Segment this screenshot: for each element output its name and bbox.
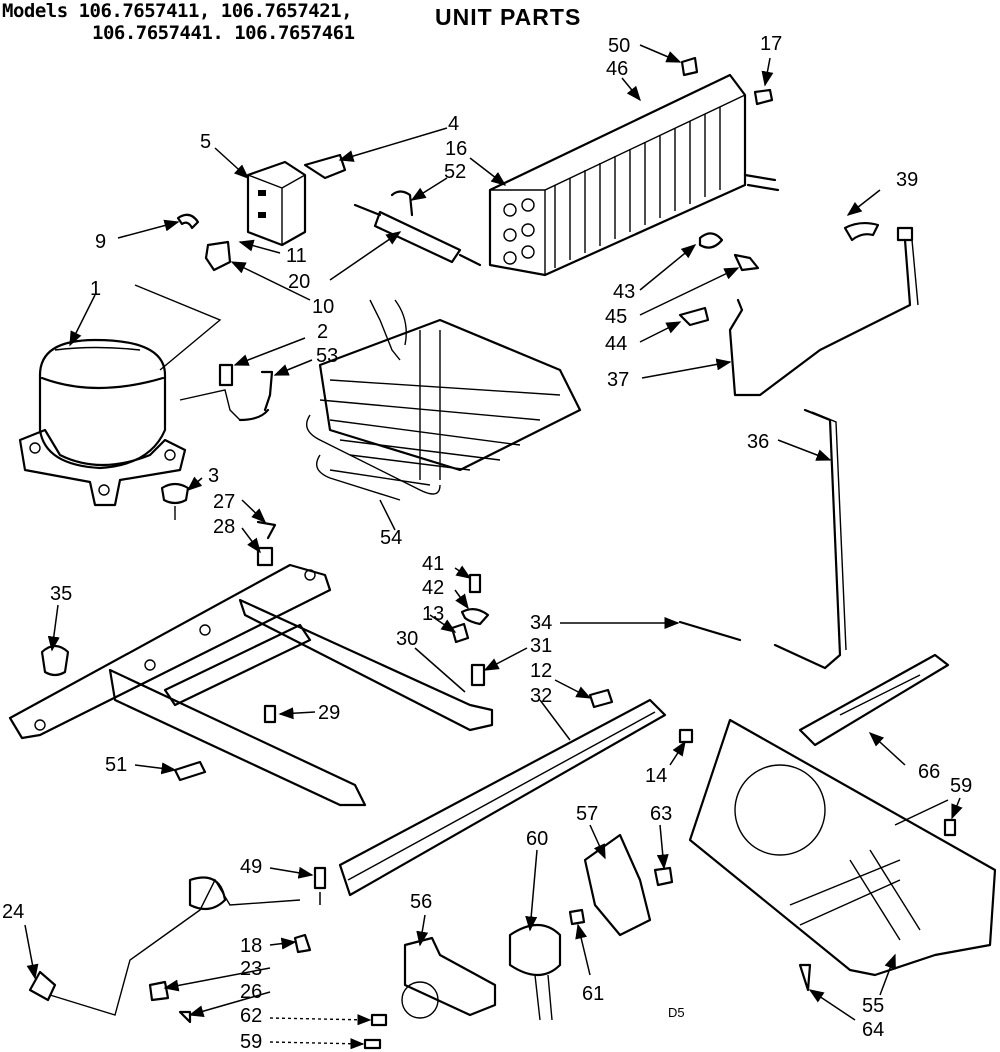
callout-46: 46	[606, 58, 628, 80]
leader-lines	[24, 44, 963, 1050]
callout-27: 27	[213, 491, 235, 513]
callout-43: 43	[613, 281, 635, 303]
callout-31: 31	[530, 635, 552, 657]
callout-50: 50	[608, 35, 630, 57]
callout-12: 12	[530, 660, 552, 682]
callout-41: 41	[422, 553, 444, 575]
callout-4: 4	[448, 113, 459, 135]
callout-32: 32	[530, 685, 552, 707]
callout-16: 16	[445, 138, 467, 160]
callout-66: 66	[918, 761, 940, 783]
condenser-drawing	[488, 73, 747, 277]
callout-49: 49	[240, 856, 262, 878]
callout-60: 60	[526, 828, 548, 850]
callout-42: 42	[422, 577, 444, 599]
models-line-1: Models 106.7657411, 106.7657421,	[2, 0, 353, 22]
callout-59-bottom: 59	[240, 1031, 262, 1052]
callout-37: 37	[607, 369, 629, 391]
footer-code: D5	[668, 1005, 685, 1020]
callout-9: 9	[95, 231, 106, 253]
compressor-drawing	[18, 338, 187, 507]
callout-23: 23	[240, 958, 262, 980]
callout-14: 14	[645, 765, 667, 787]
callout-1: 1	[90, 278, 101, 300]
callout-20: 20	[288, 271, 310, 293]
callout-53: 53	[316, 345, 338, 367]
callout-52: 52	[444, 161, 466, 183]
callout-57: 57	[576, 803, 598, 825]
callout-34: 34	[530, 612, 552, 634]
callout-13: 13	[422, 603, 444, 625]
callout-45: 45	[605, 306, 627, 328]
callout-62: 62	[240, 1005, 262, 1027]
callout-55: 55	[862, 995, 884, 1017]
callout-5: 5	[200, 131, 211, 153]
callout-28: 28	[213, 516, 235, 538]
callout-3: 3	[208, 465, 219, 487]
callout-54: 54	[380, 527, 402, 549]
callout-63: 63	[650, 803, 672, 825]
callout-24: 24	[2, 901, 24, 923]
models-line-2: 106.7657441. 106.7657461	[92, 22, 355, 44]
callout-2: 2	[317, 321, 328, 343]
callout-18: 18	[240, 935, 262, 957]
callout-44: 44	[605, 333, 627, 355]
callout-61: 61	[582, 983, 604, 1005]
callout-10: 10	[312, 296, 334, 318]
fan-housing-drawing	[688, 718, 997, 977]
evaporator-drawing	[306, 299, 582, 501]
callout-51: 51	[105, 754, 127, 776]
callout-30: 30	[396, 628, 418, 650]
callout-26: 26	[240, 981, 262, 1003]
callout-39: 39	[896, 169, 918, 191]
callout-64: 64	[862, 1019, 884, 1041]
callout-29: 29	[318, 702, 340, 724]
base-frame-drawing	[8, 563, 494, 807]
callout-56: 56	[410, 891, 432, 913]
callout-36: 36	[747, 431, 769, 453]
callout-35: 35	[50, 583, 72, 605]
callout-labels: 50 17 46 4 5 16 52 39 9 11 20 43 10 45 1…	[2, 33, 972, 1052]
relay-drawing	[246, 160, 307, 247]
callout-59-right: 59	[950, 775, 972, 797]
callout-17: 17	[760, 33, 782, 55]
callout-11: 11	[286, 245, 307, 267]
diagram-title: UNIT PARTS	[435, 4, 582, 30]
